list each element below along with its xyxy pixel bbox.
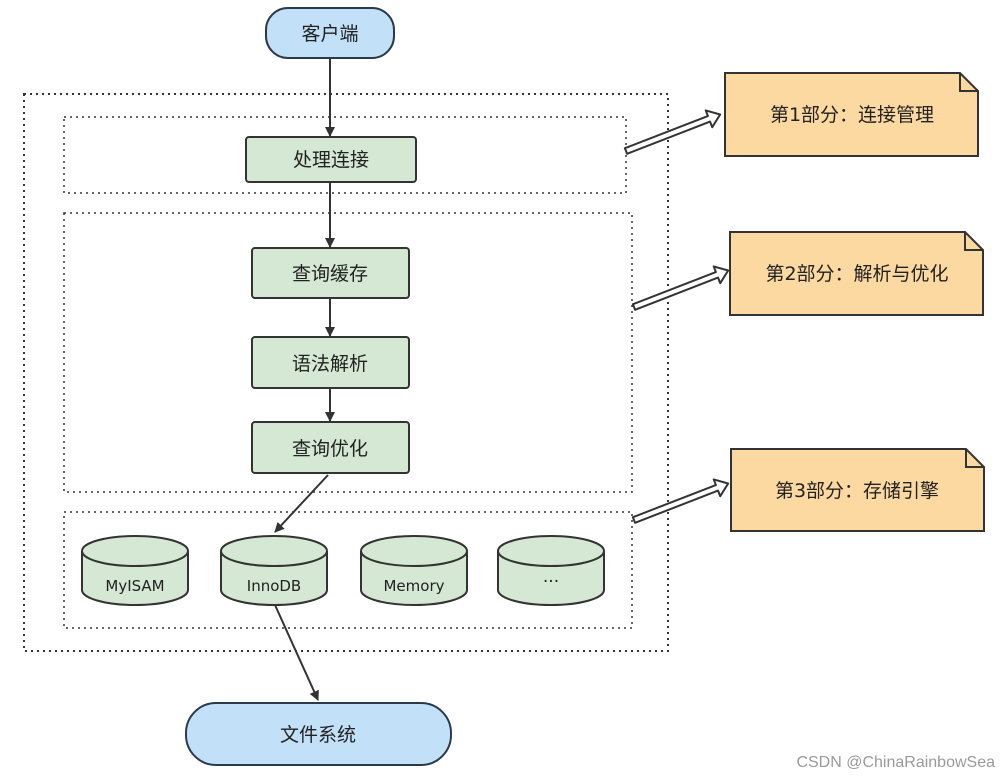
- filesystem-label: 文件系统: [280, 724, 356, 746]
- note-part-2: 第2部分：解析与优化: [729, 231, 984, 316]
- engine-other: ···: [497, 535, 605, 606]
- hollow-arrow-2: [631, 265, 730, 311]
- query-cache-label: 查询缓存: [292, 263, 368, 285]
- hollow-arrow-3: [631, 478, 730, 524]
- engine-innodb: InnoDB: [220, 535, 328, 606]
- parse-layer-box: [63, 212, 633, 493]
- filesystem-node: 文件系统: [185, 702, 452, 766]
- note-part-3-label: 第3部分：存储引擎: [775, 480, 939, 502]
- engine-memory: Memory: [360, 535, 468, 606]
- engine-memory-label: Memory: [383, 577, 444, 595]
- query-optimize-node: 查询优化: [251, 421, 410, 474]
- process-connection-node: 处理连接: [245, 136, 417, 183]
- client-node: 客户端: [265, 7, 395, 59]
- query-optimize-label: 查询优化: [292, 438, 368, 460]
- note-part-3: 第3部分：存储引擎: [730, 448, 985, 532]
- arrow-optimizer-to-innodb: [274, 474, 329, 533]
- arrow-innodb-to-filesystem: [274, 604, 319, 701]
- note-part-1-label: 第1部分：连接管理: [770, 104, 934, 126]
- hollow-arrow-1: [623, 109, 722, 155]
- connection-layer-box: [63, 116, 627, 194]
- syntax-parse-label: 语法解析: [292, 353, 368, 375]
- engine-innodb-label: InnoDB: [247, 577, 301, 595]
- engine-layer-box: [63, 511, 633, 629]
- engine-myisam-label: MyISAM: [105, 577, 164, 595]
- note-part-2-label: 第2部分：解析与优化: [765, 263, 948, 285]
- query-cache-node: 查询缓存: [251, 247, 410, 299]
- engine-myisam: MyISAM: [81, 535, 189, 606]
- syntax-parse-node: 语法解析: [251, 336, 410, 389]
- note-part-1: 第1部分：连接管理: [724, 72, 979, 157]
- client-label: 客户端: [301, 23, 358, 45]
- engine-other-label: ···: [543, 572, 559, 592]
- process-connection-label: 处理连接: [293, 149, 369, 171]
- watermark: CSDN @ChinaRainbowSea: [796, 754, 995, 771]
